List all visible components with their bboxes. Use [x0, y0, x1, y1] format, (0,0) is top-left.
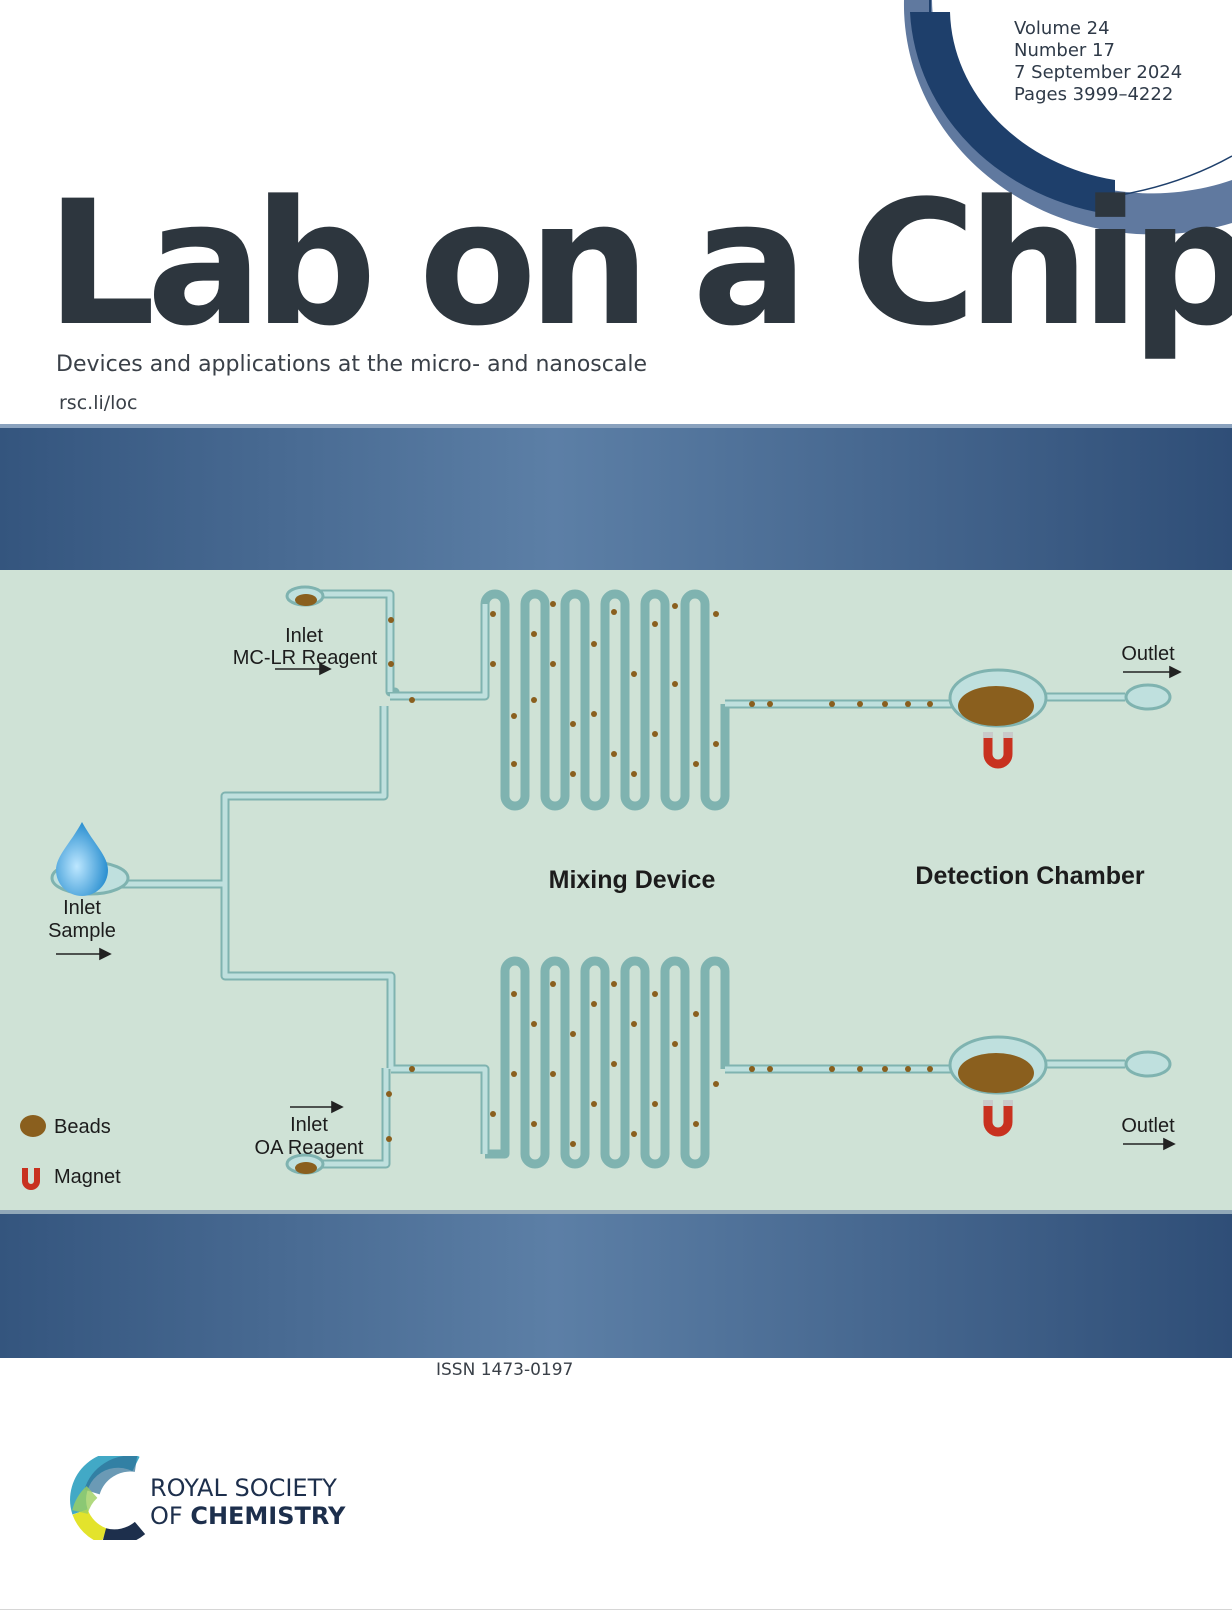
bottom-rule	[0, 1609, 1232, 1610]
legend-beads-label: Beads	[54, 1116, 111, 1138]
bead-clusters	[295, 594, 1034, 1174]
decorative-arc	[903, 0, 1232, 235]
issue-number: Number 17	[1014, 40, 1115, 61]
issue-info: Volume 24 Number 17 7 September 2024 Pag…	[1014, 18, 1182, 106]
bead-legend-icon	[20, 1115, 46, 1137]
sample-label: Sample	[48, 920, 116, 942]
oa-reagent-label: OA Reagent	[255, 1137, 364, 1159]
water-drop-icon	[56, 822, 108, 896]
outlet-top-label: Outlet	[1121, 643, 1175, 665]
journal-subtitle: Devices and applications at the micro- a…	[56, 352, 647, 377]
publisher-chemistry: CHEMISTRY	[190, 1502, 346, 1530]
mixing-device-label: Mixing Device	[549, 866, 716, 894]
inlet-sample-label: Inlet	[63, 897, 101, 919]
journal-url: rsc.li/loc	[59, 392, 138, 414]
publisher-line1: ROYAL SOCIETY	[150, 1474, 337, 1502]
cover-figure: Inlet MC-LR Reagent Inlet Sample Inlet O…	[0, 424, 1232, 1358]
issue-pages: Pages 3999–4222	[1014, 84, 1174, 105]
outlet-bottom-label: Outlet	[1121, 1115, 1175, 1137]
publisher-line2: OF CHEMISTRY	[150, 1502, 345, 1530]
legend-magnet-label: Magnet	[54, 1166, 121, 1188]
issue-date: 7 September 2024	[1014, 62, 1183, 83]
mclr-reagent-label: MC-LR Reagent	[233, 647, 378, 669]
publisher-name: ROYAL SOCIETY OF CHEMISTRY	[150, 1474, 345, 1530]
inlet-oa-label: Inlet	[290, 1114, 328, 1136]
journal-title: Lab on a Chip	[46, 163, 1232, 364]
scattered-beads	[386, 601, 933, 1147]
issue-volume: Volume 24	[1014, 18, 1110, 39]
inlet-mclr-label: Inlet	[285, 625, 323, 647]
publisher-of: OF	[150, 1502, 191, 1530]
magnet-legend-icon	[22, 1168, 40, 1190]
rsc-logo-icon	[70, 1456, 146, 1540]
magnet-icon	[983, 736, 1013, 1137]
issn: ISSN 1473-0197	[436, 1360, 574, 1380]
detection-chamber-label: Detection Chamber	[915, 862, 1144, 890]
